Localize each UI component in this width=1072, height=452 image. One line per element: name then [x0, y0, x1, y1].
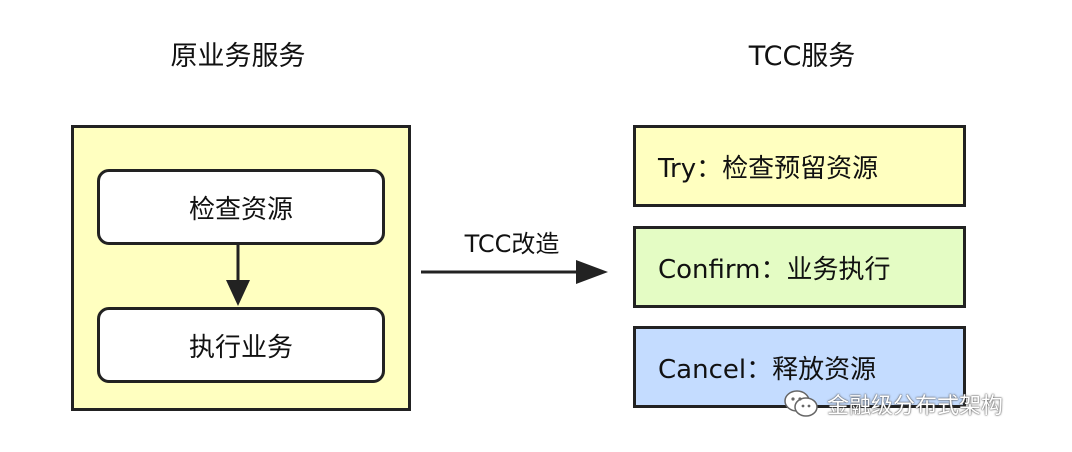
watermark: 金融级分布式架构 — [783, 388, 1003, 420]
transform-label: TCC改造 — [464, 230, 560, 258]
tcc-confirm-box: Confirm：业务执行 — [633, 226, 966, 308]
right-arrow — [421, 260, 608, 284]
original-service-heading: 原业务服务 — [170, 41, 306, 72]
step-check-resource: 检查资源 — [97, 169, 385, 245]
wechat-icon — [784, 390, 818, 417]
tcc-service-heading: TCC服务 — [748, 41, 856, 72]
tcc-try-box: Try：检查预留资源 — [633, 125, 966, 207]
watermark-text: 金融级分布式架构 — [827, 394, 1004, 419]
step-execute-business: 执行业务 — [97, 307, 385, 383]
